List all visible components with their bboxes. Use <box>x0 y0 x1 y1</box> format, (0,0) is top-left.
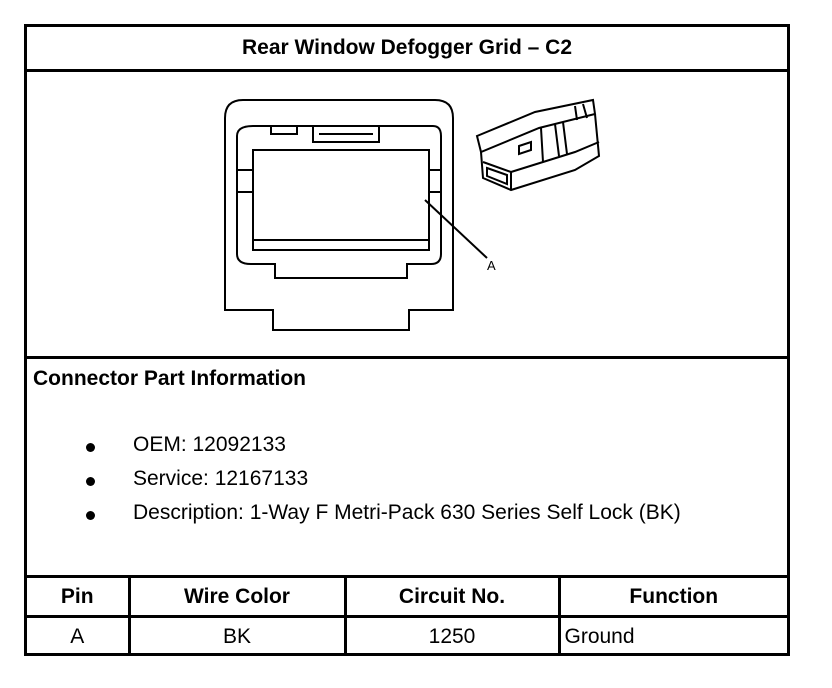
section-heading: Connector Part Information <box>33 367 307 390</box>
column-header-circuit-no: Circuit No. <box>343 578 561 618</box>
table-header-row: Pin Wire Color Circuit No. Function <box>27 578 787 618</box>
connector-description: Description: 1-Way F Metri-Pack 630 Seri… <box>133 501 681 524</box>
bullet-icon <box>86 477 95 486</box>
connector-body-icon <box>475 98 601 192</box>
oem-number: OEM: 12092133 <box>133 433 286 456</box>
pin-table: Pin Wire Color Circuit No. Function A BK… <box>27 578 787 655</box>
table-row: A BK 1250 Ground <box>27 615 787 655</box>
connector-figure: A <box>27 72 787 359</box>
cell-wire-color: BK <box>127 615 347 655</box>
connector-part-information: Connector Part Information OEM: 12092133… <box>27 359 787 578</box>
callout-label-a: A <box>487 258 496 273</box>
connector-sheet: Rear Window Defogger Grid – C2 <box>24 24 790 656</box>
cell-pin: A <box>27 615 131 655</box>
column-header-pin: Pin <box>27 578 131 618</box>
connector-illustration: A <box>224 98 601 331</box>
cell-circuit-no: 1250 <box>343 615 561 655</box>
service-number: Service: 12167133 <box>133 467 309 490</box>
page-title: Rear Window Defogger Grid – C2 <box>27 27 787 72</box>
bullet-icon <box>86 443 95 452</box>
cell-function: Ground <box>557 615 787 655</box>
column-header-wire-color: Wire Color <box>127 578 347 618</box>
bullet-icon <box>86 511 95 520</box>
column-header-function: Function <box>557 578 787 618</box>
connector-face-icon <box>224 99 488 331</box>
